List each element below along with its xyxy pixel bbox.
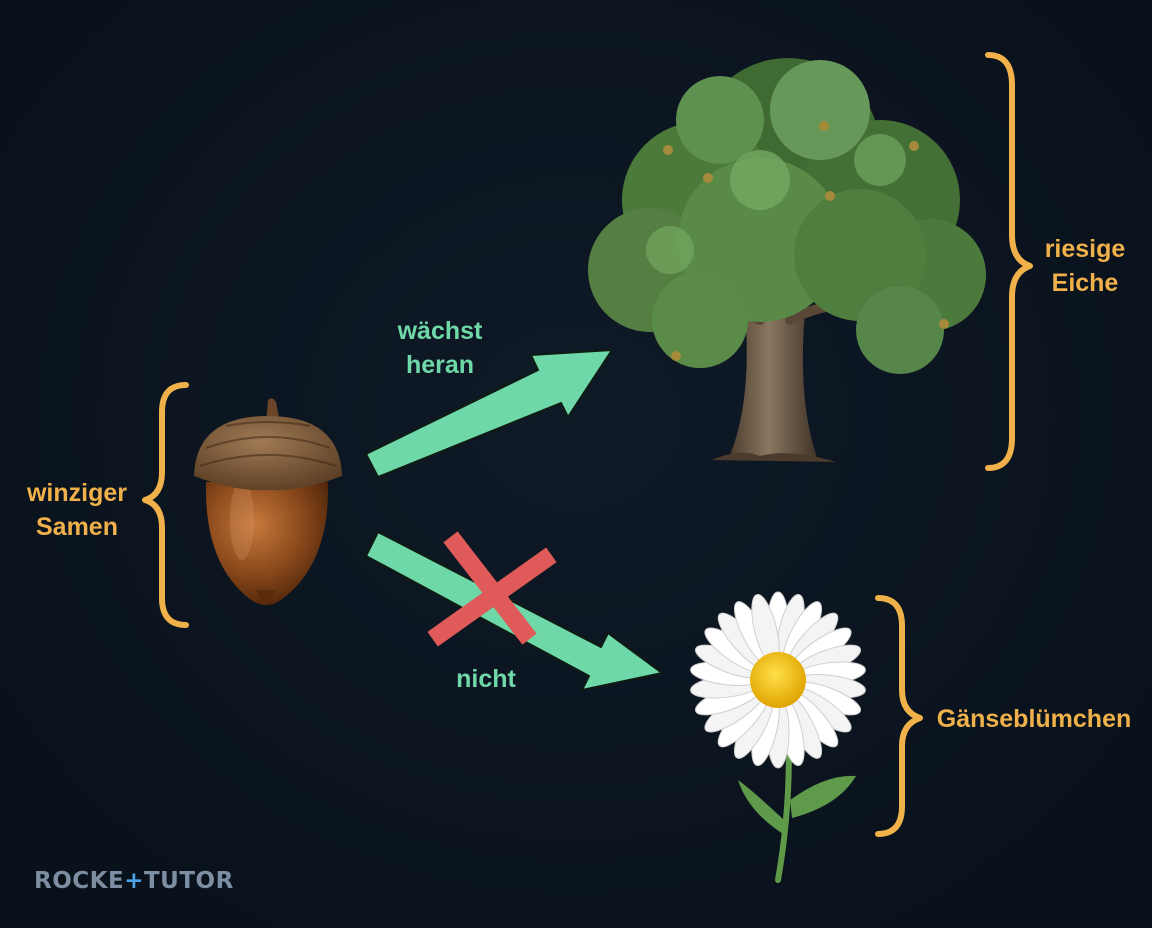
- logo-text-part1: ROCKE: [34, 868, 125, 894]
- oak-brace: [985, 52, 1033, 471]
- not-arrow-label: nicht: [456, 665, 516, 693]
- logo-plus: +: [124, 868, 144, 894]
- daisy-brace: [875, 595, 923, 837]
- logo-text-part2: TUTOR: [143, 868, 234, 894]
- acorn-icon: [194, 398, 342, 605]
- oak-label: riesige Eiche: [1044, 235, 1126, 297]
- red-x-icon: [427, 531, 557, 647]
- seed-label: winziger Samen: [26, 479, 127, 541]
- daisy-flower-icon: [690, 591, 866, 769]
- daisy-center: [750, 652, 806, 708]
- brand-logo: ROCKE+TUTOR: [34, 868, 234, 894]
- daisy-label: Gänseblümchen: [936, 705, 1132, 733]
- grow-arrow: [365, 349, 613, 478]
- oak-tree-icon: [588, 58, 986, 462]
- grow-arrow-label: wächst heran: [397, 317, 483, 379]
- seed-brace: [142, 382, 189, 628]
